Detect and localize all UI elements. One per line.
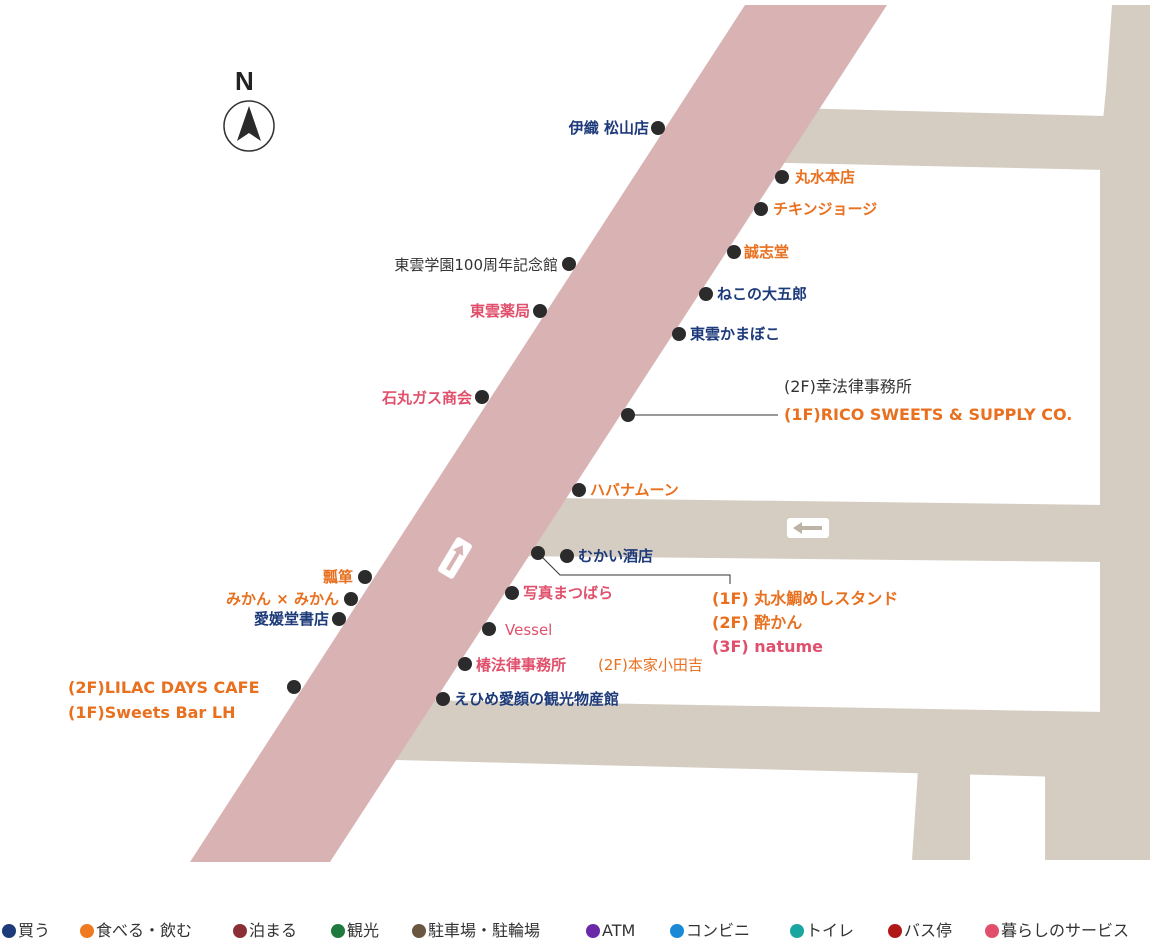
arrow-north-sign [438, 537, 472, 579]
legend-item-toilet: トイレ [790, 920, 854, 942]
place-label-tsubaki[interactable]: 椿法律事務所 [476, 656, 567, 674]
legend-item-services: 暮らしのサービス [985, 920, 1129, 942]
legend-item-bus-stop: バス停 [888, 920, 952, 942]
legend-item-stay: 泊まる [233, 920, 297, 942]
place-label-ishimaru-gas[interactable]: 石丸ガス商会 [381, 389, 472, 407]
poi-dot[interactable] [436, 692, 450, 706]
legend-dot-icon [233, 924, 247, 938]
poi-dot[interactable] [699, 287, 713, 301]
legend-item-shop: 買う [2, 920, 50, 942]
legend-dot-icon [888, 924, 902, 938]
legend-dot-icon [412, 924, 426, 938]
poi-dot[interactable] [482, 622, 496, 636]
place-label-shashin[interactable]: 写真まつばら [523, 584, 614, 602]
legend-item-atm: ATM [586, 920, 635, 942]
legend-dot-icon [2, 924, 16, 938]
legend-dot-icon [790, 924, 804, 938]
compass: N [220, 68, 278, 154]
place-label-multi-3f[interactable]: (3F) natume [712, 637, 824, 656]
poi-dot[interactable] [287, 680, 301, 694]
side-roads [396, 5, 1150, 860]
place-label-iori[interactable]: 伊織 松山店 [568, 119, 649, 137]
poi-dot[interactable] [505, 586, 519, 600]
place-label-odayoshi[interactable]: (2F)本家小田吉 [598, 656, 703, 674]
place-label-rico-2f[interactable]: (2F)幸法律事務所 [784, 377, 912, 396]
map-legend: 買う 食べる・飲む 泊まる 観光 駐車場・駐輪場 ATM コンビニ トイレ バス… [0, 920, 1150, 942]
poi-dot[interactable] [531, 546, 545, 560]
poi-dot[interactable] [651, 121, 665, 135]
legend-dot-icon [670, 924, 684, 938]
place-label-lilac[interactable]: (2F)LILAC DAYS CAFE [68, 678, 260, 697]
legend-dot-icon [331, 924, 345, 938]
place-label-shinonome-yakkyoku[interactable]: 東雲薬局 [469, 302, 530, 320]
poi-dot[interactable] [560, 549, 574, 563]
road-bottom-right-block [1045, 770, 1106, 860]
road-bottom-left-block [912, 770, 970, 860]
legend-dot-icon [985, 924, 999, 938]
poi-dot[interactable] [475, 390, 489, 404]
poi-dot[interactable] [572, 483, 586, 497]
place-label-neko-daigoro[interactable]: ねこの大五郎 [717, 285, 808, 303]
poi-dot[interactable] [344, 592, 358, 606]
place-label-hyotan[interactable]: 瓢箪 [322, 568, 353, 586]
poi-dot[interactable] [754, 202, 768, 216]
poi-dot[interactable] [727, 245, 741, 259]
poi-dot[interactable] [775, 170, 789, 184]
place-label-shinonome-kamaboko[interactable]: 東雲かまぼこ [690, 325, 781, 343]
poi-dot[interactable] [358, 570, 372, 584]
place-label-rico-1f[interactable]: (1F)RICO SWEETS & SUPPLY CO. [784, 405, 1073, 424]
place-label-havana-moon[interactable]: ハバナムーン [590, 481, 679, 499]
road-upper-east [745, 108, 1106, 170]
place-label-seishido[interactable]: 誠志堂 [744, 243, 790, 261]
legend-item-convenience: コンビニ [670, 920, 750, 942]
place-label-chicken-george[interactable]: チキンジョージ [773, 200, 878, 218]
leader-line-multi [537, 552, 731, 584]
compass-arrow-icon [223, 100, 275, 152]
poi-dot[interactable] [332, 612, 346, 626]
legend-dot-icon [586, 924, 600, 938]
place-label-shinonome-gakuen[interactable]: 東雲学園100周年記念館 [394, 256, 558, 274]
road-vertical-east [1100, 5, 1150, 860]
legend-item-parking: 駐車場・駐輪場 [412, 920, 540, 942]
place-label-sweets-bar[interactable]: (1F)Sweets Bar LH [68, 703, 236, 722]
place-label-multi-2f[interactable]: (2F) 酔かん [712, 613, 803, 632]
main-road [190, 5, 887, 862]
place-label-marumizu[interactable]: 丸水本店 [795, 168, 856, 186]
place-label-ehime-aigan[interactable]: えひめ愛顔の観光物産館 [454, 690, 620, 708]
place-label-vessel[interactable]: Vessel [505, 621, 553, 639]
poi-dot[interactable] [533, 304, 547, 318]
arrow-west-sign [787, 518, 829, 538]
compass-north-label: N [235, 66, 254, 96]
road-lower-east [396, 700, 1106, 778]
place-label-aienkan[interactable]: 愛媛堂書店 [253, 610, 329, 628]
legend-item-food: 食べる・飲む [80, 920, 192, 942]
poi-dot[interactable] [621, 408, 635, 422]
poi-dot[interactable] [562, 257, 576, 271]
legend-dot-icon [80, 924, 94, 938]
place-label-mikan[interactable]: みかん × みかん [225, 590, 339, 608]
poi-dot[interactable] [672, 327, 686, 341]
place-label-multi-1f[interactable]: (1F) 丸水鯛めしスタンド [712, 589, 899, 608]
place-label-mukai-saketen[interactable]: むかい酒店 [578, 547, 654, 565]
poi-dot[interactable] [458, 657, 472, 671]
legend-item-sightseeing: 観光 [331, 920, 379, 942]
